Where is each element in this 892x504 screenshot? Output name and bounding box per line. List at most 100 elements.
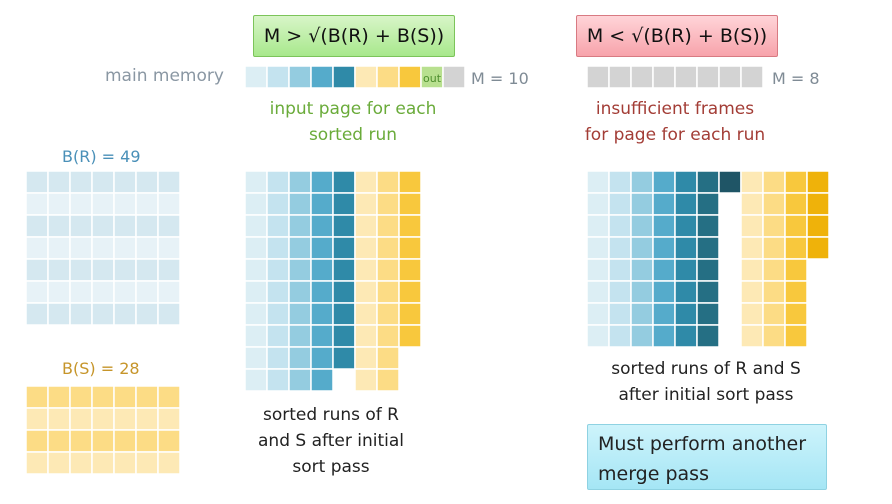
sorted-run-page (630, 280, 654, 304)
sorted-run-page (354, 258, 378, 282)
relation-s-page (47, 451, 71, 475)
sorted-run-page (288, 302, 312, 326)
relation-s-page (135, 429, 159, 453)
relation-s-page (91, 429, 115, 453)
br-label: B(R) = 49 (62, 147, 141, 166)
sorted-run-page (310, 214, 334, 238)
sorted-run-page (586, 258, 610, 282)
memory-frame-empty (608, 65, 632, 89)
relation-r-page (135, 302, 159, 326)
relation-s-page (91, 407, 115, 431)
sorted-run-page (310, 368, 334, 392)
memory-frame-empty (586, 65, 610, 89)
sorted-run-page (310, 302, 334, 326)
relation-s-page (69, 429, 93, 453)
sorted-run-page (376, 214, 400, 238)
sorted-run-page (784, 324, 808, 348)
relation-s-page (91, 451, 115, 475)
sorted-run-page (586, 192, 610, 216)
sorted-run-page (376, 302, 400, 326)
sorted-run-page (266, 346, 290, 370)
sorted-run-page (762, 302, 786, 326)
sorted-run-page (652, 214, 676, 238)
memory-frame (310, 65, 334, 89)
sorted-run-page (288, 236, 312, 260)
relation-r-page (157, 280, 181, 304)
m-right-label: M = 8 (772, 69, 820, 88)
sorted-run-page (354, 324, 378, 348)
relation-r-page (69, 214, 93, 238)
relation-r-page (25, 280, 49, 304)
sorted-run-page (652, 192, 676, 216)
memory-frame-empty (718, 65, 742, 89)
relation-r-page (47, 280, 71, 304)
sorted-run-page (354, 214, 378, 238)
relation-r-page (69, 170, 93, 194)
relation-s-page (113, 407, 137, 431)
relation-r-page (91, 280, 115, 304)
sorted-run-page (652, 236, 676, 260)
sorted-run-page (354, 236, 378, 260)
sorted-run-page (244, 192, 268, 216)
sorted-run-page (740, 214, 764, 238)
sorted-run-page (740, 236, 764, 260)
relation-s-page (113, 451, 137, 475)
sorted-run-page (332, 324, 356, 348)
memory-frame-empty (630, 65, 654, 89)
sorted-run-page (266, 170, 290, 194)
sorted-run-page (266, 280, 290, 304)
relation-s-page (91, 385, 115, 409)
sorted-run-page (674, 280, 698, 304)
sorted-run-page (354, 280, 378, 304)
caption-left: sorted runs of R and S after initial sor… (236, 402, 426, 480)
sorted-run-page (784, 258, 808, 282)
sorted-run-page (586, 214, 610, 238)
relation-r-page (25, 170, 49, 194)
sorted-run-page (266, 302, 290, 326)
relation-s-page (25, 451, 49, 475)
sorted-run-page (332, 258, 356, 282)
sorted-run-page (696, 280, 720, 304)
sorted-run-page (718, 170, 742, 194)
relation-r-page (47, 236, 71, 260)
sorted-run-page (398, 280, 422, 304)
relation-s-page (157, 407, 181, 431)
sorted-run-page (376, 324, 400, 348)
sorted-run-page (332, 192, 356, 216)
sorted-run-page (608, 324, 632, 348)
memory-frame (244, 65, 268, 89)
memory-frame (442, 65, 466, 89)
right-condition-box: M < √(B(R) + B(S)) (576, 15, 778, 57)
sorted-run-page (310, 346, 334, 370)
relation-r-page (157, 258, 181, 282)
sorted-run-page (652, 302, 676, 326)
sorted-run-page (288, 214, 312, 238)
sorted-run-page (266, 192, 290, 216)
relation-r-page (25, 192, 49, 216)
sorted-run-page (586, 280, 610, 304)
sorted-run-page (244, 324, 268, 348)
sorted-run-page (740, 192, 764, 216)
sorted-run-page (310, 170, 334, 194)
sorted-run-page (244, 368, 268, 392)
relation-s-page (135, 451, 159, 475)
sorted-run-page (376, 368, 400, 392)
sorted-run-page (762, 170, 786, 194)
relation-r-page (25, 302, 49, 326)
sorted-run-page (310, 192, 334, 216)
sorted-run-page (784, 170, 808, 194)
relation-r-page (25, 258, 49, 282)
sorted-run-page (310, 280, 334, 304)
sorted-run-page (288, 280, 312, 304)
sorted-run-page (266, 368, 290, 392)
memory-frame (266, 65, 290, 89)
sorted-run-page (608, 280, 632, 304)
relation-s-page (135, 385, 159, 409)
sorted-run-page (630, 214, 654, 238)
memory-frame-empty (696, 65, 720, 89)
relation-s-page (135, 407, 159, 431)
relation-r-page (113, 192, 137, 216)
relation-s-page (47, 407, 71, 431)
sorted-run-page (310, 324, 334, 348)
